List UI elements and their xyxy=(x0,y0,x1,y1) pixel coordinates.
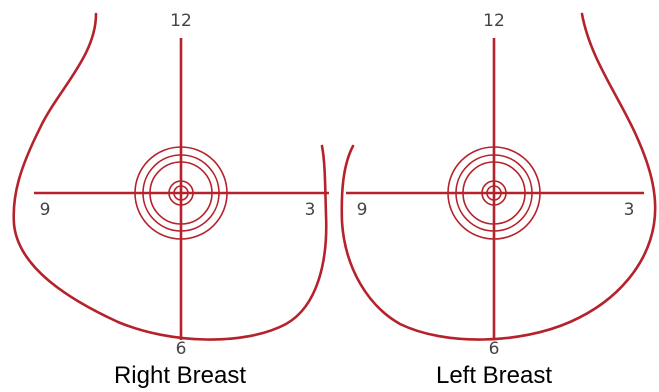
right-clock-6: 6 xyxy=(176,339,187,359)
left-clock-3: 3 xyxy=(624,200,635,220)
left-clock-9: 9 xyxy=(357,200,368,220)
right-breast-diagram: 12 9 3 6 xyxy=(14,11,329,359)
left-clock-12: 12 xyxy=(483,11,505,31)
right-clock-12: 12 xyxy=(170,11,192,31)
right-breast-label: Right Breast xyxy=(80,362,280,390)
right-clock-9: 9 xyxy=(40,200,51,220)
right-breast-outline xyxy=(14,14,327,340)
right-clock-3: 3 xyxy=(305,200,316,220)
left-clock-6: 6 xyxy=(489,339,500,359)
left-breast-label: Left Breast xyxy=(394,362,594,390)
left-breast-outline xyxy=(342,14,655,340)
left-breast-diagram: 12 9 3 6 xyxy=(342,11,655,359)
